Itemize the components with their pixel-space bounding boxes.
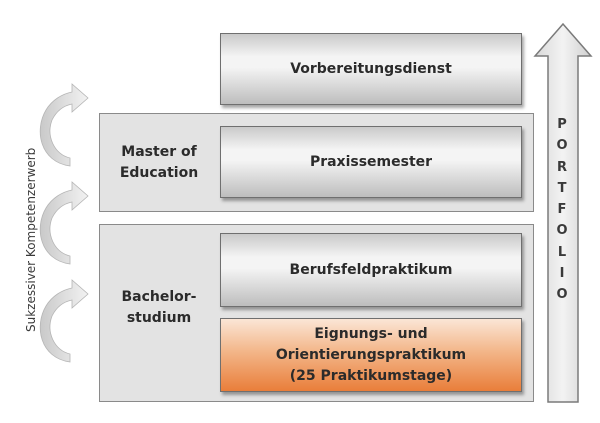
portfolio-letter: P [557,117,567,132]
portfolio-letter: O [556,223,568,239]
master-label-line2: Education [119,165,199,181]
berufsfeldpraktikum-box: Berufsfeldpraktikum [220,233,522,307]
bachelor-label-line2: studium [126,310,192,326]
portfolio-letter: O [556,287,568,303]
curved-arrow-icon [39,279,89,363]
portfolio-letter: L [557,244,567,260]
portfolio-label: P O R T F O L I O [550,114,574,306]
praxissemester-text: Praxissemester [309,153,433,170]
portfolio-letter: I [559,266,565,282]
master-label-line1: Master of [121,144,197,160]
eignungs-text-line1: Eignungs- und Orientierungspraktikum [275,325,467,363]
vorbereitungsdienst-box: Vorbereitungsdienst [220,33,522,105]
master-of-education-label: Master of Education [105,142,213,184]
praxissemester-box: Praxissemester [220,126,522,198]
berufsfeldpraktikum-text: Berufsfeldpraktikum [289,261,453,278]
eignungs-text-line2: (25 Praktikumstage) [289,367,453,384]
curved-arrow-icon [39,83,89,167]
vorbereitungsdienst-text: Vorbereitungsdienst [290,60,452,77]
eignungs-orientierungspraktikum-box: Eignungs- und Orientierungspraktikum (25… [220,318,522,392]
curved-arrow-icon [39,181,89,265]
portfolio-letter: O [556,138,568,154]
up-arrow-icon [533,22,593,403]
bachelor-label-line1: Bachelor- [121,289,197,305]
bachelorstudium-label: Bachelor- studium [105,287,213,329]
portfolio-letter: R [556,159,567,175]
portfolio-letter: T [557,180,567,196]
portfolio-letter: F [557,202,567,218]
